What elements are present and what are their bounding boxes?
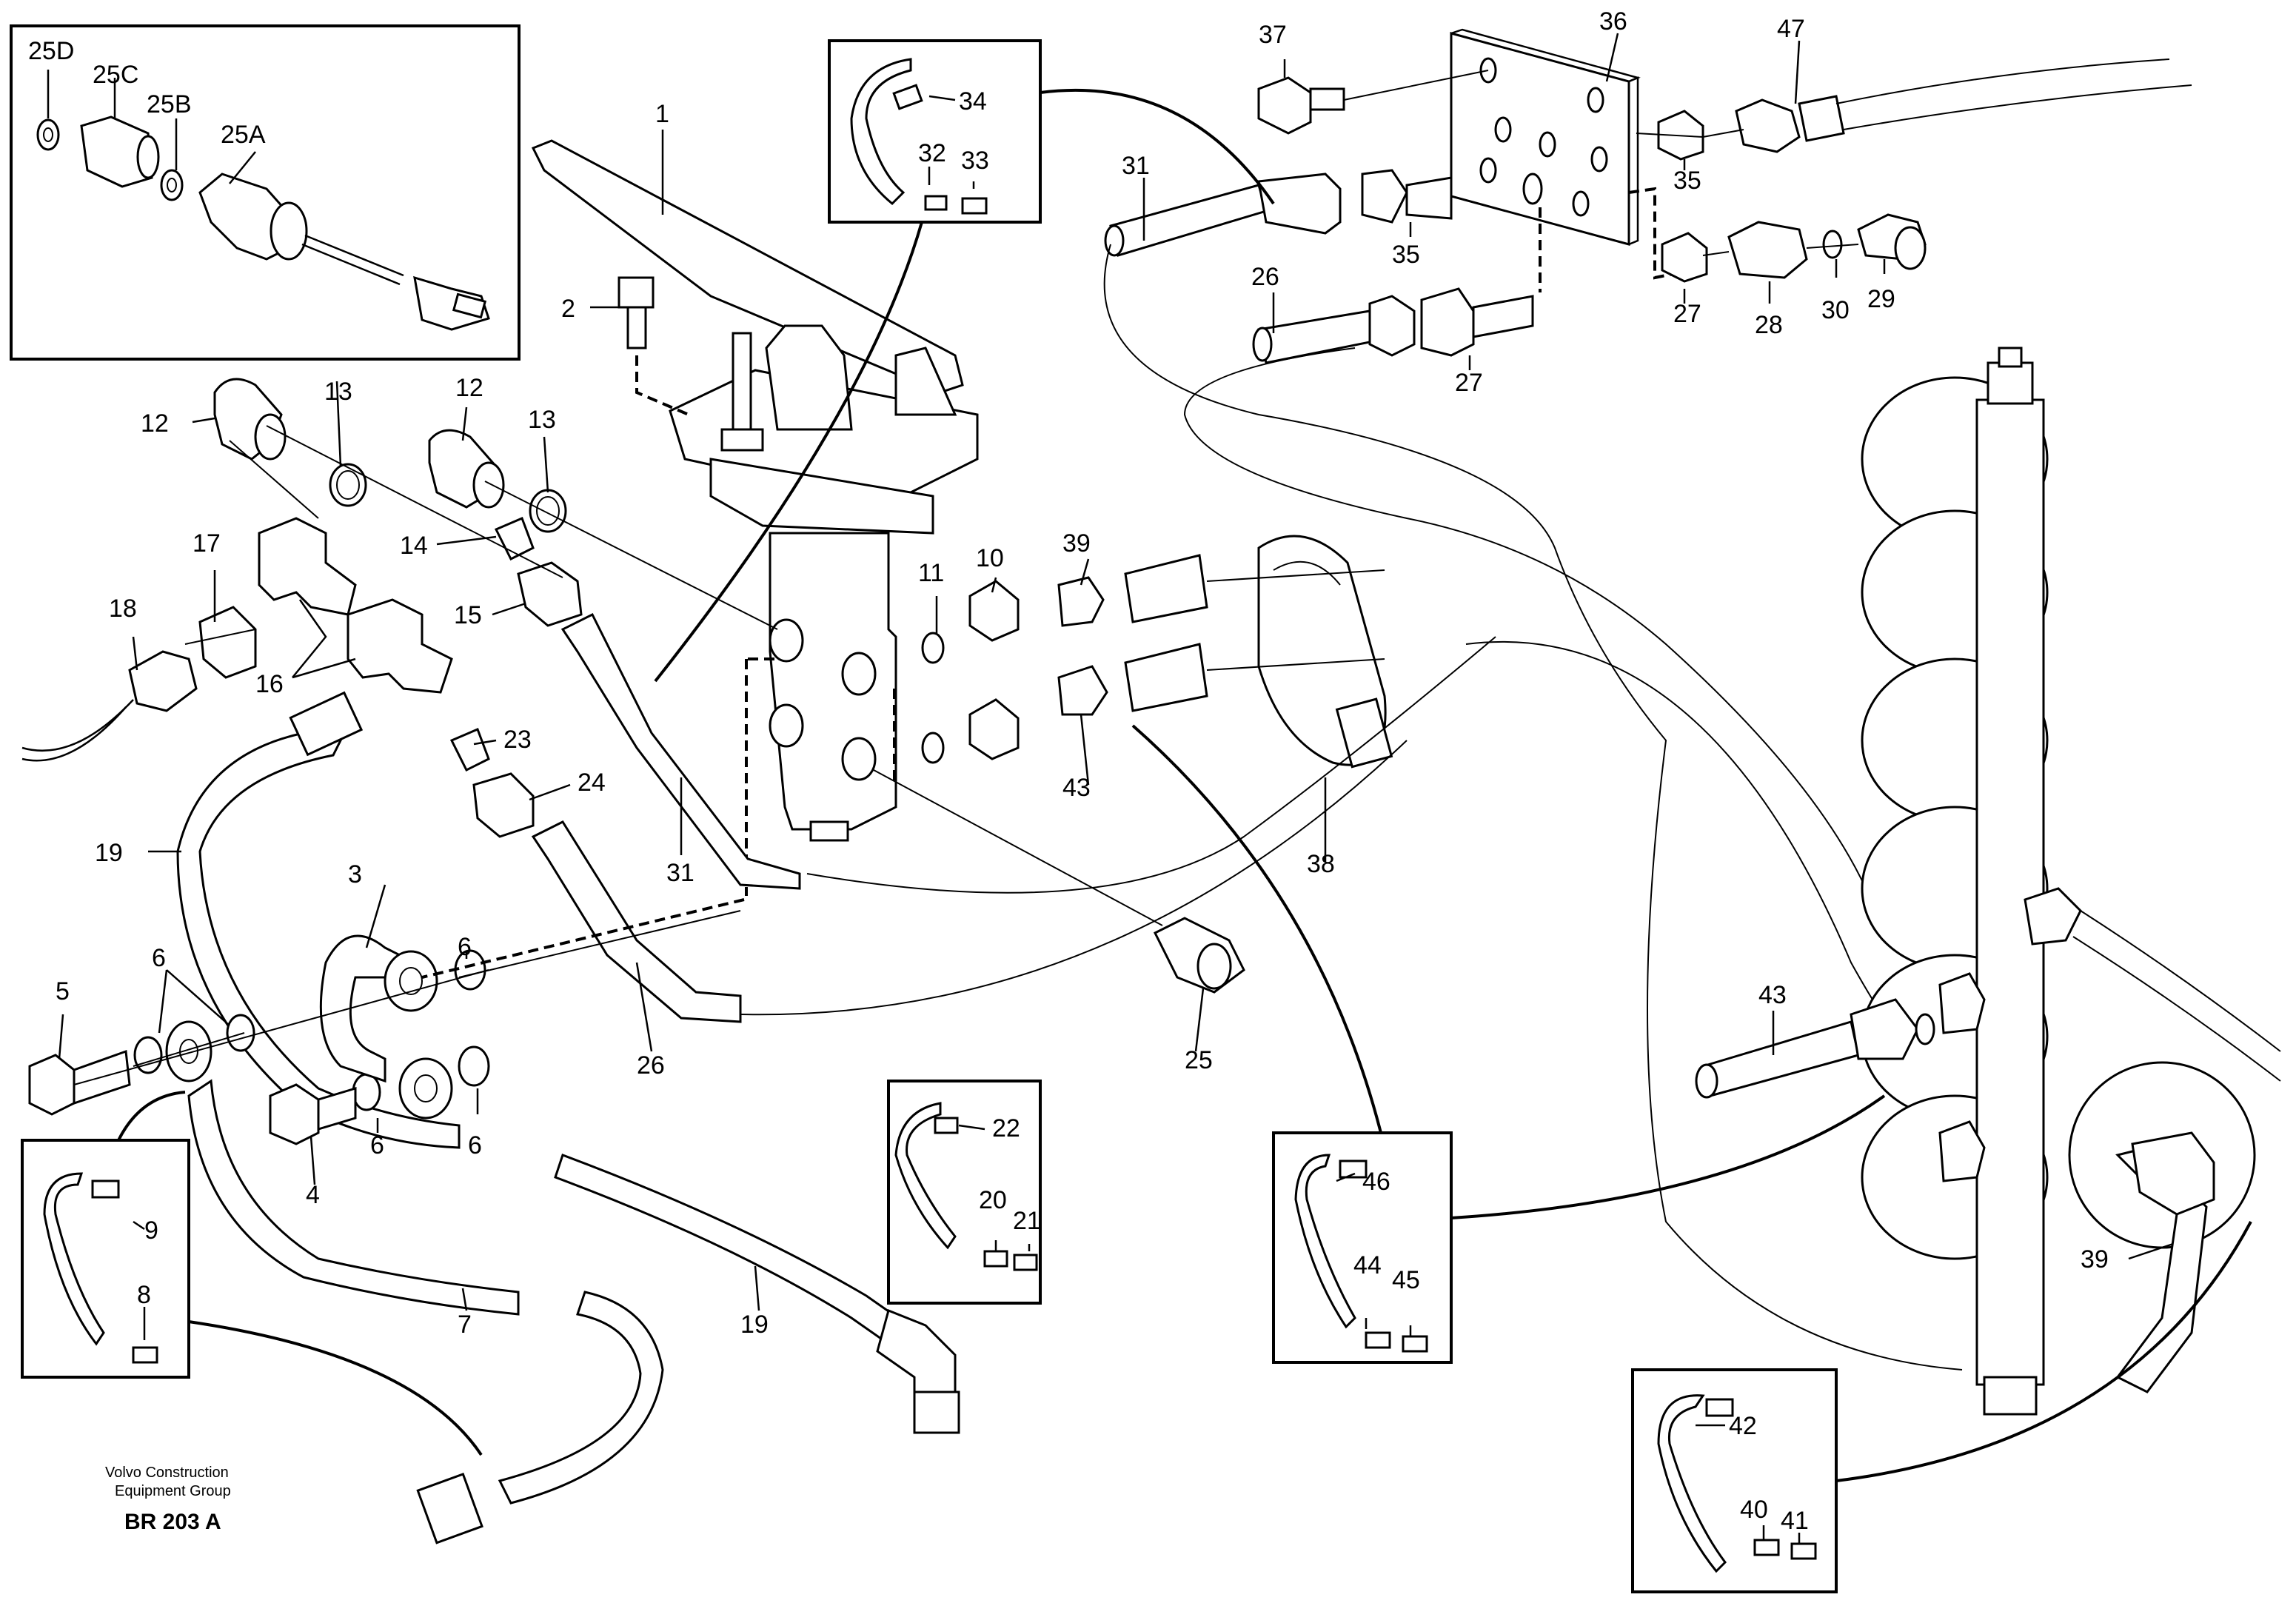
label-15: 15 xyxy=(454,601,482,629)
label-29: 29 xyxy=(1867,285,1895,313)
bracket-36-group xyxy=(1257,28,2192,292)
label-24: 24 xyxy=(578,769,606,797)
label-23: 23 xyxy=(503,726,532,754)
label-19a: 19 xyxy=(95,839,123,867)
label-41: 41 xyxy=(1781,1507,1809,1535)
label-16: 16 xyxy=(255,670,284,698)
label-19b: 19 xyxy=(740,1311,769,1339)
label-11: 11 xyxy=(918,559,944,587)
label-35b: 35 xyxy=(1392,241,1420,269)
label-13b: 13 xyxy=(528,406,556,434)
label-25B: 25B xyxy=(147,90,192,118)
label-26a: 26 xyxy=(637,1051,665,1080)
label-37: 37 xyxy=(1259,21,1287,49)
label-12a: 12 xyxy=(141,409,169,438)
label-31a: 31 xyxy=(666,859,695,887)
label-27b: 27 xyxy=(1455,369,1483,397)
label-25C: 25C xyxy=(93,61,138,89)
label-27a: 27 xyxy=(1673,300,1701,328)
label-14: 14 xyxy=(400,532,428,560)
part-labels: 25D 25C 25B 25A 1 2 12 13 12 13 14 15 17… xyxy=(28,7,2109,1535)
pressure-switch-25 xyxy=(873,769,1245,994)
inset-box-34 xyxy=(654,39,1275,683)
label-25A: 25A xyxy=(221,121,266,149)
label-40: 40 xyxy=(1740,1496,1768,1524)
label-43a: 43 xyxy=(1062,774,1091,802)
label-9: 9 xyxy=(144,1217,158,1245)
label-38: 38 xyxy=(1307,850,1335,878)
label-2: 2 xyxy=(561,295,575,323)
brake-pedal-valve xyxy=(531,139,979,896)
credit-line-1: Volvo Construction xyxy=(105,1465,229,1481)
label-10: 10 xyxy=(976,544,1004,572)
inset-box-46 xyxy=(1131,724,1886,1364)
label-39a: 39 xyxy=(1062,529,1091,558)
bolt-2 xyxy=(617,276,689,416)
label-26b: 26 xyxy=(1251,263,1279,291)
label-47: 47 xyxy=(1777,15,1805,43)
label-6c: 6 xyxy=(370,1131,384,1159)
accumulator-stack xyxy=(1695,347,2281,1416)
label-35a: 35 xyxy=(1673,167,1701,195)
label-12b: 12 xyxy=(455,374,483,402)
label-17: 17 xyxy=(193,529,221,558)
inset-box-42 xyxy=(1631,1221,2252,1593)
leader-lines xyxy=(58,33,2174,1544)
label-42: 42 xyxy=(1729,1412,1757,1440)
label-28: 28 xyxy=(1755,311,1783,339)
hoses-group xyxy=(176,169,1963,1545)
drawing-code: BR 203 A xyxy=(124,1510,221,1534)
label-44: 44 xyxy=(1353,1251,1382,1279)
label-39b: 39 xyxy=(2081,1245,2109,1274)
label-18: 18 xyxy=(109,595,137,623)
label-31b: 31 xyxy=(1122,152,1150,180)
label-6a: 6 xyxy=(458,933,472,961)
label-46: 46 xyxy=(1362,1168,1390,1196)
label-43b: 43 xyxy=(1758,981,1787,1009)
label-20: 20 xyxy=(979,1186,1007,1214)
credit-line-2: Equipment Group xyxy=(115,1483,231,1499)
label-8: 8 xyxy=(137,1281,151,1309)
label-34: 34 xyxy=(959,87,987,116)
label-36: 36 xyxy=(1599,7,1627,36)
label-3: 3 xyxy=(348,860,362,888)
label-1: 1 xyxy=(655,100,669,128)
label-25: 25 xyxy=(1185,1046,1213,1074)
label-4: 4 xyxy=(306,1181,320,1209)
bolts-washers-group xyxy=(28,898,745,1145)
label-6b: 6 xyxy=(152,944,166,972)
label-32: 32 xyxy=(918,139,946,167)
left-fittings-group xyxy=(21,378,778,838)
label-21: 21 xyxy=(1013,1207,1041,1235)
label-7: 7 xyxy=(458,1311,472,1339)
credit-block: Volvo Construction Equipment Group BR 20… xyxy=(105,1465,231,1534)
label-22: 22 xyxy=(992,1114,1020,1142)
label-5: 5 xyxy=(56,977,70,1005)
label-6d: 6 xyxy=(468,1131,482,1159)
label-45: 45 xyxy=(1392,1266,1420,1294)
label-30: 30 xyxy=(1821,296,1850,324)
inset-box-22 xyxy=(887,1080,1042,1305)
inset-box-9 xyxy=(21,1091,483,1456)
label-25D: 25D xyxy=(28,37,74,65)
label-33: 33 xyxy=(961,147,989,175)
label-13a: 13 xyxy=(324,378,352,406)
inset-box-sensor-25 xyxy=(10,24,521,361)
